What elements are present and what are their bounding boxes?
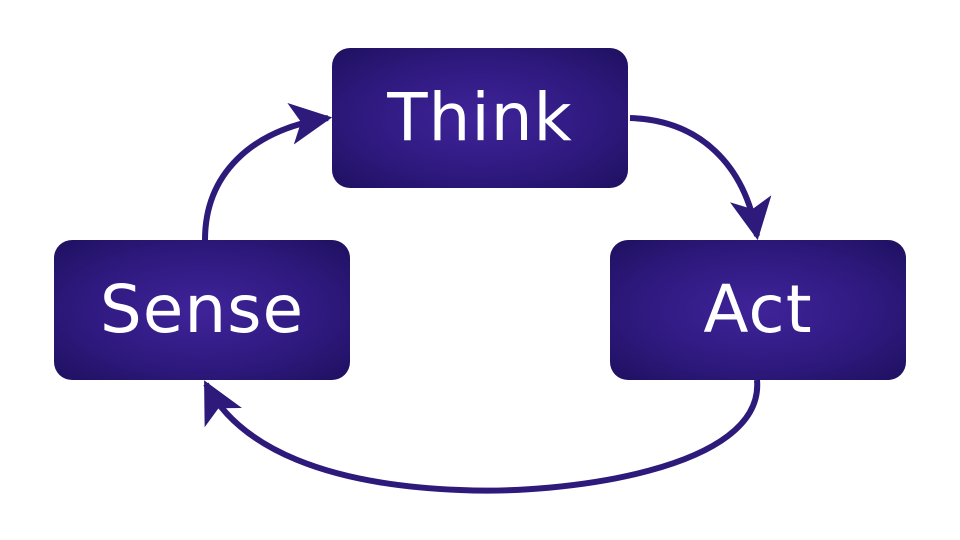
node-act: Act bbox=[610, 240, 906, 380]
node-think: Think bbox=[332, 48, 628, 188]
arrow-think-to-act bbox=[629, 115, 772, 241]
node-act-label: Act bbox=[703, 271, 813, 348]
arrow-sense-to-think bbox=[202, 103, 333, 241]
node-sense: Sense bbox=[54, 240, 350, 380]
arrow-act-to-sense bbox=[203, 379, 761, 494]
node-sense-label: Sense bbox=[99, 271, 305, 348]
node-think-label: Think bbox=[387, 79, 573, 156]
